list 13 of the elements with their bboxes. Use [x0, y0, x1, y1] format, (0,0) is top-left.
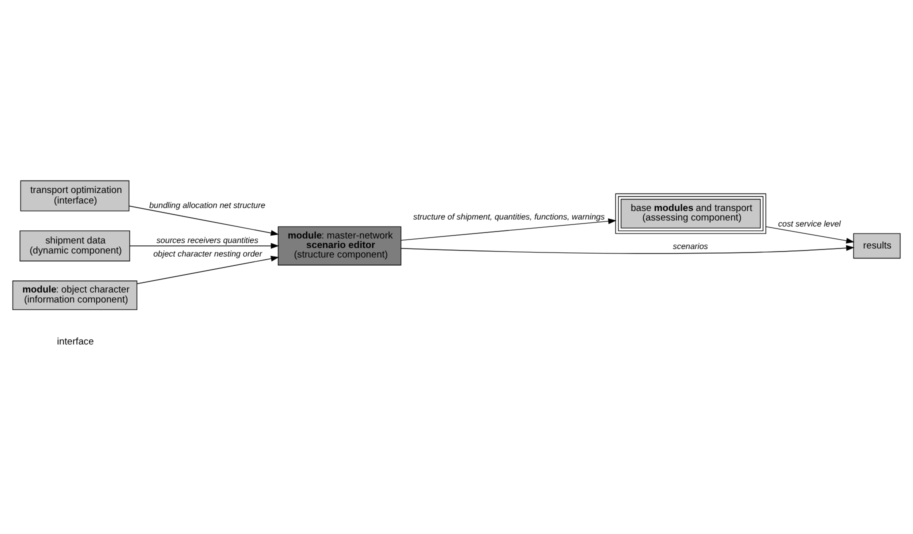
arrow — [129, 242, 280, 248]
node-box: shipment data (dynamic component) — [20, 230, 130, 261]
node-box: results — [853, 232, 901, 258]
label: interface — [57, 336, 94, 347]
node-box: transport optimization (interface) — [20, 180, 130, 211]
node-box: module: master-network scenario editor (structure component) — [278, 226, 402, 265]
arrow — [766, 226, 854, 244]
arrow — [400, 218, 616, 240]
node-box: module: object character (information component) — [12, 280, 138, 310]
arrow — [136, 255, 280, 284]
arrow — [400, 244, 854, 254]
arrow — [128, 205, 279, 236]
node-box: base modules and transport (assessing component) — [615, 192, 766, 234]
